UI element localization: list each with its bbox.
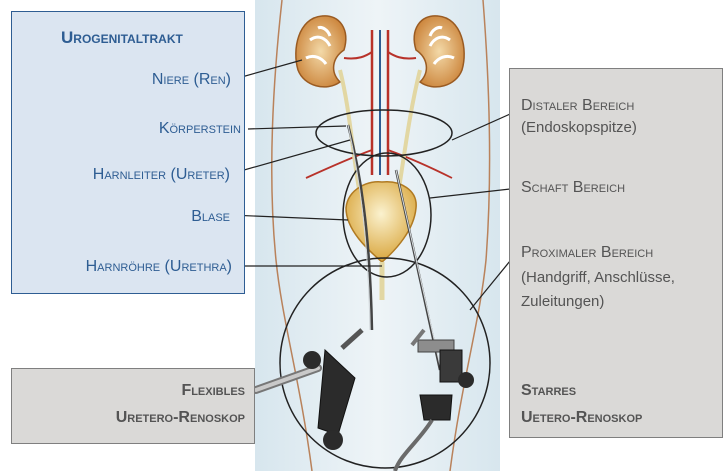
label-body-stone: Körperstein [159, 119, 241, 139]
label-kidney: Niere (Ren) [152, 70, 231, 90]
label-rigid-line2: Uetero-Renoskop [521, 408, 642, 428]
label-shaft-heading: Schaft Bereich [521, 178, 625, 198]
label-urethra: Harnröhre (Urethra) [86, 257, 232, 277]
flexible-scope-panel [11, 368, 255, 444]
label-distal-heading: Distaler Bereich [521, 96, 634, 116]
label-flexible-line1: Flexibles [181, 381, 245, 401]
label-rigid-line1: Starres [521, 381, 576, 401]
label-proximal-heading: Proximaler Bereich [521, 243, 653, 263]
label-flexible-line2: Uretero-Renoskop [116, 408, 245, 428]
label-ureter: Harnleiter (Ureter) [93, 165, 230, 185]
label-proximal-detail-1: (Handgriff, Anschlüsse, [521, 268, 675, 288]
label-distal-detail: (Endoskopspitze) [521, 118, 637, 138]
label-proximal-detail-2: Zuleitungen) [521, 292, 604, 312]
anatomy-title: Urogenitaltrakt [61, 28, 183, 48]
anatomy-panel [11, 11, 245, 294]
label-bladder: Blase [191, 207, 230, 227]
